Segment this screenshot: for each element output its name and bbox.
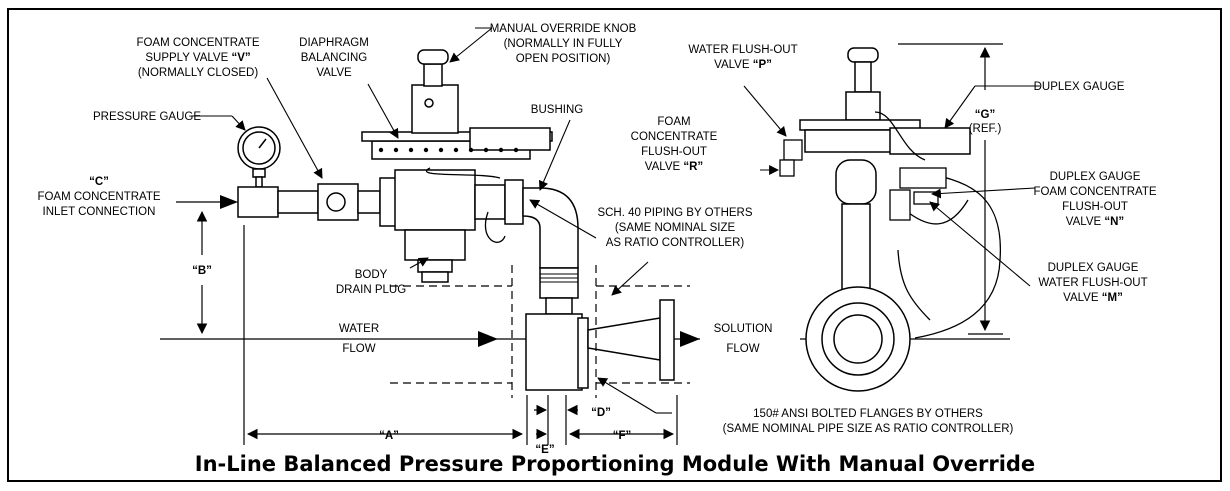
- label-foam-supply-1: FOAM CONCENTRATE: [136, 37, 259, 49]
- leader-lines-left: [176, 27, 672, 414]
- dimension-g: [898, 43, 1003, 335]
- label-sch-2: (SAME NOMINAL SIZE: [615, 222, 736, 234]
- label-manual-override-1: MANUAL OVERRIDE KNOB: [490, 23, 637, 35]
- side-view-tubing: [874, 111, 1001, 339]
- diagram-frame: [7, 8, 1222, 482]
- dimension-lines: [196, 210, 678, 445]
- bushing-and-elbow: [474, 179, 579, 269]
- side-view-valve: [799, 47, 971, 295]
- flange-dashed-outlines: [390, 265, 690, 398]
- label-manual-override-3: OPEN POSITION): [516, 53, 611, 65]
- label-m-2: WATER FLUSH-OUT: [1038, 277, 1147, 289]
- vertical-riser: [539, 267, 579, 315]
- riser-threads: [540, 273, 578, 283]
- label-sch-1: SCH. 40 PIPING BY OTHERS: [597, 207, 752, 219]
- label-m-1: DUPLEX GAUGE: [1048, 262, 1139, 274]
- label-flush-r-3: FLUSH-OUT: [641, 146, 707, 158]
- label-manual-override-2: (NORMALLY IN FULLY: [504, 38, 623, 50]
- label-body-1: BODY: [355, 269, 388, 281]
- label-diaphragm-3: VALVE: [316, 67, 352, 79]
- side-view-fittings: [779, 139, 947, 221]
- solution-flow-arrow: [680, 331, 700, 347]
- label-solution-1: SOLUTION: [714, 323, 773, 335]
- label-n-1: DUPLEX GAUGE: [1050, 171, 1141, 183]
- label-diaphragm-2: BALANCING: [301, 52, 368, 64]
- diagram-title: In-Line Balanced Pressure Proportioning …: [194, 452, 1036, 476]
- label-flush-r-1: FOAM: [657, 116, 690, 128]
- label-flanges-2: (SAME NOMINAL PIPE SIZE AS RATIO CONTROL…: [723, 423, 1014, 435]
- label-foam-supply-3: (NORMALLY CLOSED): [138, 67, 259, 79]
- label-n-4: VALVE “N”: [1066, 216, 1124, 228]
- label-c-code: “C”: [89, 176, 109, 188]
- tubing: [426, 167, 506, 243]
- ratio-controller: [525, 299, 675, 391]
- label-m-3: VALVE “M”: [1063, 292, 1123, 304]
- label-duplex: DUPLEX GAUGE: [1034, 81, 1125, 93]
- water-flow-arrow: [478, 331, 498, 347]
- label-g-ref: (REF.): [969, 123, 1002, 135]
- foam-inlet-piping: [237, 177, 403, 227]
- label-bushing: BUSHING: [531, 104, 583, 116]
- label-pressure-gauge: PRESSURE GAUGE: [93, 111, 201, 123]
- label-flush-r-2: CONCENTRATE: [631, 131, 718, 143]
- label-diaphragm-1: DIAPHRAGM: [299, 37, 369, 49]
- label-d-code: “D”: [591, 407, 611, 419]
- label-c-2: INLET CONNECTION: [43, 206, 156, 218]
- label-body-2: DRAIN PLUG: [336, 284, 406, 296]
- label-g-code: “G”: [975, 109, 995, 121]
- leader-lines-right: [743, 85, 1040, 287]
- label-water-2: FLOW: [342, 343, 375, 355]
- label-a-code: “A”: [379, 430, 399, 442]
- label-flanges-1: 150# ANSI BOLTED FLANGES BY OTHERS: [753, 408, 983, 420]
- pressure-gauge: [237, 126, 281, 188]
- label-flush-p-1: WATER FLUSH-OUT: [688, 44, 797, 56]
- diaphragm-bolts: [378, 147, 519, 153]
- side-view-flange: [805, 286, 911, 392]
- label-n-3: FLUSH-OUT: [1062, 201, 1128, 213]
- label-water-1: WATER: [339, 323, 379, 335]
- label-c-1: FOAM CONCENTRATE: [37, 191, 160, 203]
- label-f-code: “F”: [613, 430, 632, 442]
- label-e-code: “E”: [535, 444, 554, 456]
- label-foam-supply-2: SUPPLY VALVE “V”: [145, 52, 250, 64]
- label-flush-p-2: VALVE “P”: [714, 59, 772, 71]
- label-sch-3: AS RATIO CONTROLLER): [606, 237, 745, 249]
- label-n-2: FOAM CONCENTRATE: [1033, 186, 1156, 198]
- label-flush-r-4: VALVE “R”: [645, 161, 703, 173]
- label-solution-2: FLOW: [726, 343, 759, 355]
- label-b-code: “B”: [192, 265, 212, 277]
- diaphragm-balancing-valve: [361, 49, 553, 283]
